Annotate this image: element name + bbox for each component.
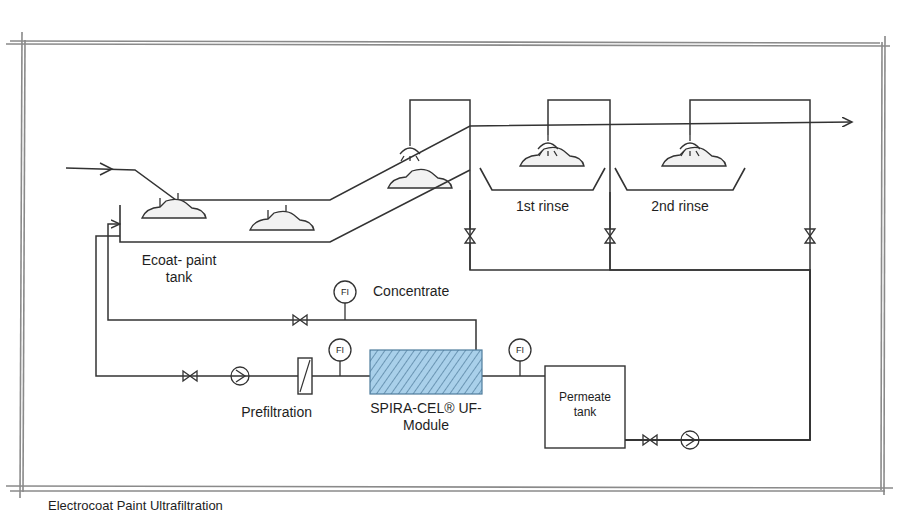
- node-label: SPIRA-CEL® UF-Module: [366, 400, 486, 434]
- uf-module: SPIRA-CEL® UF-Module: [370, 350, 482, 394]
- paint-tank: Ecoat- paint tank: [120, 140, 470, 245]
- node-label: Permeate tank: [549, 390, 621, 420]
- paint-tank-outline: [120, 140, 470, 245]
- rinse-tank: 1st rinse: [480, 135, 605, 192]
- drain-lines: [470, 190, 610, 270]
- prefilter-box: Prefiltration: [298, 358, 312, 394]
- stream-label: Concentrate: [373, 283, 449, 300]
- rinse-tank-outline: [615, 135, 745, 192]
- pipe-line: [108, 224, 476, 350]
- valves: [183, 229, 815, 445]
- pipe-line: [482, 375, 545, 377]
- node-label: 1st rinse: [490, 198, 595, 215]
- figure-caption: Electrocoat Paint Ultrafiltration: [48, 497, 223, 514]
- node-label: 2nd rinse: [625, 198, 735, 215]
- conveyor-arrow: [100, 163, 112, 175]
- sketch-frame: [6, 32, 893, 498]
- permeate-tank: Permeate tank: [545, 366, 625, 448]
- pipe-line: [96, 236, 298, 376]
- spray-nozzles: [400, 135, 700, 161]
- flow-indicator: FI: [329, 339, 351, 361]
- node-label: Ecoat- paint tank: [140, 252, 218, 286]
- prefilter-box-outline: [298, 358, 312, 394]
- conveyor-line: [66, 122, 852, 200]
- uf-module-outline: [370, 350, 482, 394]
- flow-indicator: FI: [509, 339, 531, 361]
- node-label: Prefiltration: [212, 404, 312, 421]
- flow-indicator: FI: [334, 281, 356, 303]
- pipe-line: [312, 375, 370, 377]
- indicator-label: FI: [334, 286, 356, 298]
- rinse-tank-outline: [480, 135, 605, 192]
- indicator-label: FI: [509, 344, 531, 356]
- rinse-tank: 2nd rinse: [615, 135, 745, 192]
- indicator-label: FI: [329, 344, 351, 356]
